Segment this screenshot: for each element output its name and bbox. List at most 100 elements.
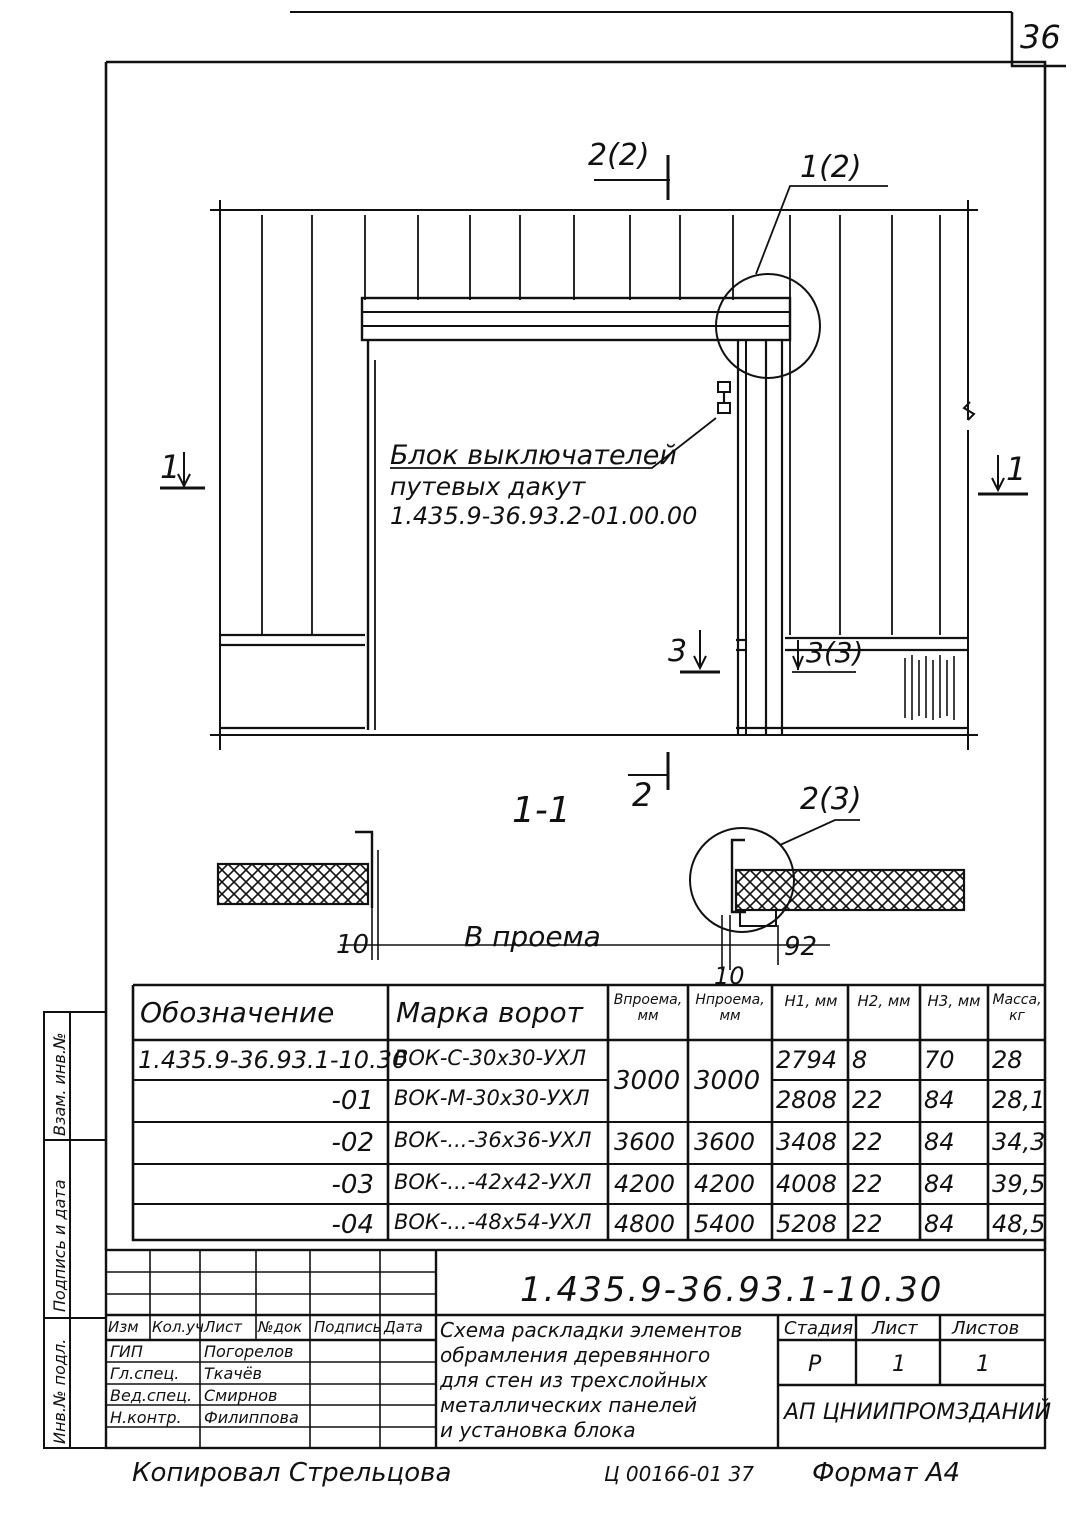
stage-value: Р <box>808 1352 822 1377</box>
signer-name: Погорелов <box>204 1342 294 1361</box>
spec-value: 39,5 <box>992 1170 1046 1198</box>
spec-value: 28 <box>992 1046 1023 1074</box>
stamp-sign-date: Подпись и дата <box>50 1179 69 1312</box>
frame-outline <box>106 60 1047 1250</box>
revision-header: Лист <box>204 1318 243 1336</box>
signer-name: Филиппова <box>204 1408 299 1427</box>
stage-header: Стадия <box>784 1318 854 1339</box>
stamp-inv-no: Инв.№ подл. <box>50 1338 69 1444</box>
spec-designation: -02 <box>331 1128 374 1158</box>
revision-header: Изм <box>108 1318 139 1336</box>
panel-joints <box>261 215 941 635</box>
spec-designation: 1.435.9-36.93.1-10.30 <box>138 1046 408 1074</box>
spec-value: 84 <box>924 1210 955 1238</box>
spec-value: 5208 <box>776 1210 838 1238</box>
footer-order: Ц 00166-01 37 <box>604 1462 754 1486</box>
stamp-replace-inv: Взам. инв.№ <box>50 1032 69 1136</box>
section-title: 1-1 <box>512 790 571 831</box>
spec-value: 22 <box>852 1086 883 1114</box>
callout-1-2: 1(2) <box>800 150 862 185</box>
title-line: для стен из трехслойных <box>440 1368 708 1392</box>
dim-10-left: 10 <box>336 930 370 960</box>
spec-value: 4200 <box>694 1170 756 1198</box>
spec-gate-mark: ВОК-...-48х54-УХЛ <box>394 1210 592 1234</box>
drawing-code: 1.435.9-36.93.1-10.30 <box>520 1270 944 1310</box>
spec-gate-mark: ВОК-С-30х30-УХЛ <box>394 1046 587 1070</box>
col-designation: Обозначение <box>140 996 335 1029</box>
spec-value: 4008 <box>776 1170 838 1198</box>
callout-3-3: 3(3) <box>806 636 864 669</box>
spec-value: 5400 <box>694 1210 756 1238</box>
title-line: обрамления деревянного <box>440 1343 711 1367</box>
spec-designation: -04 <box>331 1210 374 1240</box>
spec-designation: -01 <box>331 1086 374 1116</box>
dim-opening: В проема <box>464 920 601 953</box>
plan-panel-right <box>734 868 966 912</box>
spec-value: 3408 <box>776 1128 838 1156</box>
note-line-3: 1.435.9-36.93.2-01.00.00 <box>390 502 698 530</box>
sheets-header: Листов <box>952 1318 1020 1339</box>
spec-value: 28,1 <box>992 1086 1046 1114</box>
col-h-opening: Нпроема, мм <box>695 992 765 1024</box>
spec-value: 22 <box>852 1170 883 1198</box>
spec-value: 84 <box>924 1170 955 1198</box>
col-h2: Н2, мм <box>857 992 911 1010</box>
col-b-opening: Впроема, мм <box>613 992 683 1024</box>
organization: АП ЦНИИПРОМЗДАНИЙ <box>784 1400 1052 1425</box>
signer-name: Ткачёв <box>204 1364 262 1383</box>
role-label: Вед.спец. <box>110 1386 193 1405</box>
spec-value: 22 <box>852 1210 883 1238</box>
spec-gate-mark: ВОК-...-36х36-УХЛ <box>394 1128 592 1152</box>
spec-value: 4200 <box>614 1170 676 1198</box>
note-line-2: путевых дакут <box>390 472 586 501</box>
note-line-1: Блок выключателей <box>390 440 677 471</box>
callout-2-2: 2(2) <box>588 138 650 173</box>
revision-header: Дата <box>384 1318 423 1336</box>
spec-designation: -03 <box>331 1170 374 1200</box>
spec-value: 70 <box>924 1046 955 1074</box>
title-line: металлических панелей <box>440 1393 698 1417</box>
merged-b-opening: 3000 <box>614 1066 681 1096</box>
merged-h-opening: 3000 <box>694 1066 761 1096</box>
sheet-number: 36 <box>1020 18 1061 56</box>
sheet-value: 1 <box>892 1352 906 1377</box>
section-mark-2: 2 <box>632 776 653 814</box>
role-label: Н.контр. <box>110 1408 182 1427</box>
spec-value: 3600 <box>614 1128 676 1156</box>
sheet-header: Лист <box>872 1318 918 1339</box>
title-line: и установка блока <box>440 1418 636 1442</box>
spec-value: 8 <box>852 1046 868 1074</box>
spec-gate-mark: ВОК-...-42х42-УХЛ <box>394 1170 592 1194</box>
revision-header: Кол.уч <box>152 1318 204 1336</box>
callout-2-3: 2(3) <box>800 782 862 817</box>
spec-value: 34,3 <box>992 1128 1046 1156</box>
spec-value: 3600 <box>694 1128 756 1156</box>
section-mark-1-right: 1 <box>1006 450 1027 488</box>
revision-header: №док <box>258 1318 303 1336</box>
sheet-number-box <box>1010 12 1066 68</box>
spec-value: 4800 <box>614 1210 676 1238</box>
spec-gate-mark: ВОК-М-30х30-УХЛ <box>394 1086 590 1110</box>
spec-value: 48,5 <box>992 1210 1046 1238</box>
role-label: Гл.спец. <box>110 1364 180 1383</box>
col-h3: Н3, мм <box>927 992 981 1010</box>
spec-value: 2808 <box>776 1086 838 1114</box>
col-gate-mark: Марка ворот <box>396 996 583 1029</box>
revision-header: Подпись <box>314 1318 382 1336</box>
sheets-value: 1 <box>976 1352 990 1377</box>
dim-92: 92 <box>784 932 818 962</box>
col-h1: Н1, мм <box>784 992 838 1010</box>
section-mark-3: 3 <box>668 634 688 669</box>
col-mass: Масса, кг <box>992 992 1042 1024</box>
dim-10-right: 10 <box>714 962 745 990</box>
spec-value: 2794 <box>776 1046 838 1074</box>
spec-value: 22 <box>852 1128 883 1156</box>
section-mark-1-left: 1 <box>160 448 181 486</box>
spec-value: 84 <box>924 1128 955 1156</box>
title-line: Схема раскладки элементов <box>440 1318 743 1342</box>
role-label: ГИП <box>110 1342 143 1361</box>
spec-value: 84 <box>924 1086 955 1114</box>
footer-copied-by: Копировал Стрельцова <box>132 1458 452 1488</box>
plan-panel-left <box>216 862 370 906</box>
signer-name: Смирнов <box>204 1386 278 1405</box>
